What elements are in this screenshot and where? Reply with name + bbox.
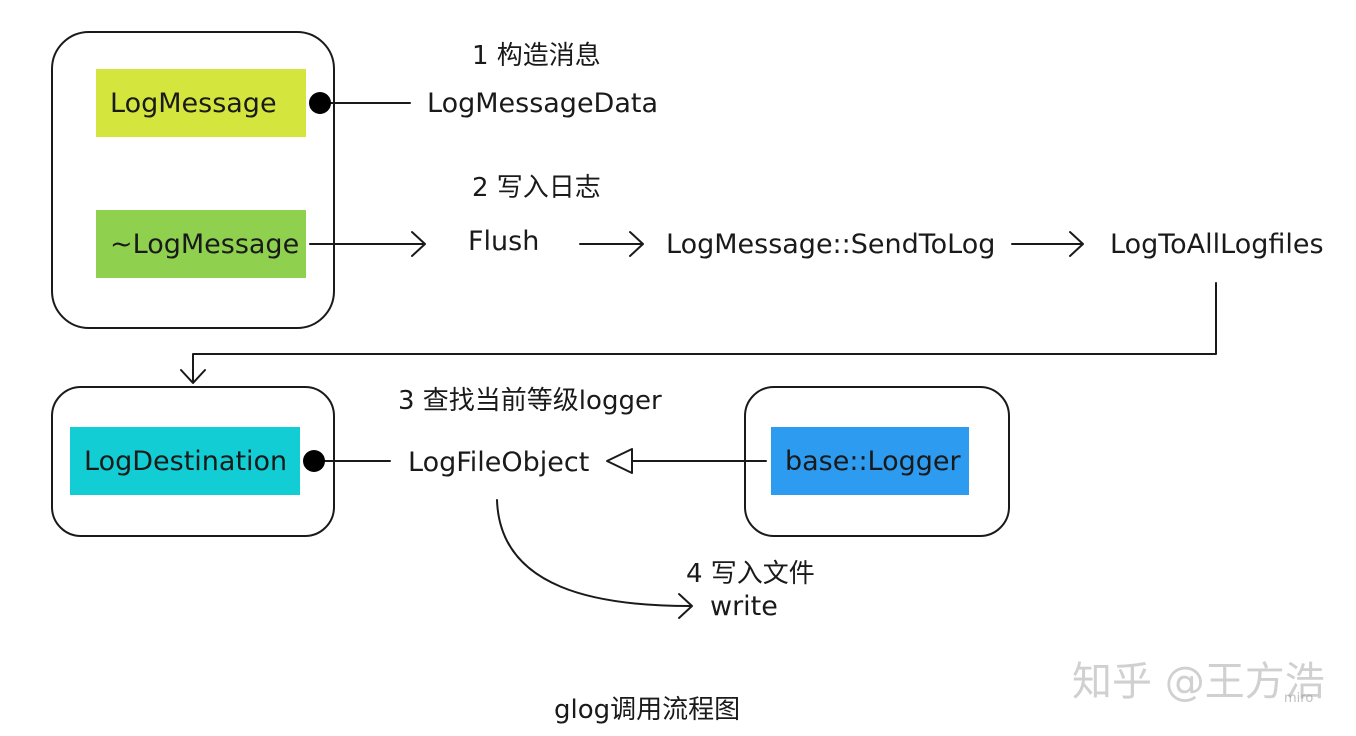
log-destination-composition-dot xyxy=(303,450,325,472)
flush-to-sendtolog-arrowhead xyxy=(629,231,644,257)
step-1-label: 1 构造消息 xyxy=(472,41,601,71)
log-destination-label: LogDestination xyxy=(84,445,288,477)
zhihu-watermark: 知乎 @王方浩 xyxy=(1072,659,1325,705)
log-message-composition-dot xyxy=(309,92,331,114)
logtoall-to-destination-line xyxy=(192,282,1217,383)
flush-node: Flush xyxy=(468,226,540,257)
filobject-to-write-arrowhead xyxy=(678,593,693,619)
inheritance-triangle xyxy=(606,448,633,474)
step-4-label: 4 写入文件 xyxy=(686,559,815,589)
step-2-label: 2 写入日志 xyxy=(472,173,601,203)
base-logger-block[interactable]: base::Logger xyxy=(771,427,969,495)
base-logger-label: base::Logger xyxy=(785,445,961,477)
sendtolog-to-logtoall-arrowhead xyxy=(1069,231,1084,257)
log-to-all-logfiles-node: LogToAllLogfiles xyxy=(1110,229,1324,260)
step-3-label: 3 查找当前等级logger xyxy=(398,386,662,416)
send-to-log-node: LogMessage::SendToLog xyxy=(666,229,996,260)
diagram-caption: glog调用流程图 xyxy=(554,695,741,725)
log-message-block[interactable]: LogMessage xyxy=(96,69,306,137)
filobject-to-write-curve xyxy=(496,499,691,607)
log-destination-block[interactable]: LogDestination xyxy=(70,427,300,495)
log-message-label: LogMessage xyxy=(110,87,277,119)
log-message-dtor-label: ~LogMessage xyxy=(110,228,300,260)
miro-watermark: miro xyxy=(1284,691,1314,706)
log-message-class-frame xyxy=(51,31,335,329)
logtoall-to-destination-arrowhead xyxy=(180,369,206,384)
log-message-data-node: LogMessageData xyxy=(427,88,659,119)
log-message-dtor-block[interactable]: ~LogMessage xyxy=(96,210,306,278)
dtor-to-flush-arrowhead xyxy=(411,231,426,257)
write-node: write xyxy=(710,591,778,622)
log-file-object-node: LogFileObject xyxy=(408,447,590,478)
